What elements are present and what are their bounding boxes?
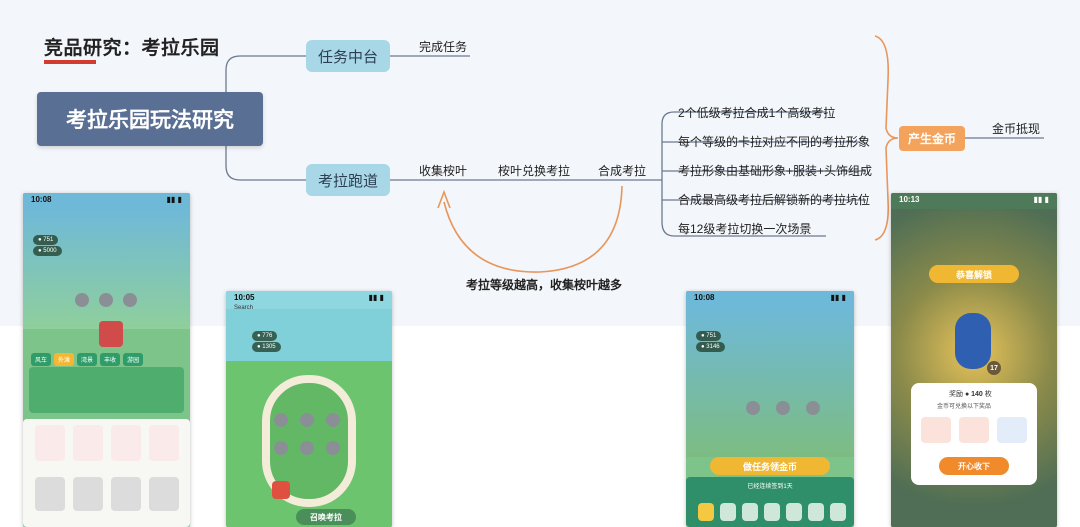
koala-sprite (806, 401, 820, 415)
gift-box-icon[interactable] (272, 481, 290, 499)
koala-sprite[interactable] (300, 441, 314, 455)
screenshot-phone-2: 10:05▮▮ ▮ Search ● 776 ● 1305 召唤考拉 (226, 291, 392, 527)
summon-koala-button[interactable]: 召唤考拉 (296, 509, 356, 525)
checkin-day[interactable] (830, 503, 846, 521)
tab-scene[interactable]: 湾景 (77, 353, 97, 366)
leaf-collect-leaves: 收集桉叶 (419, 162, 467, 179)
locked-card (35, 477, 65, 511)
koala-sprite[interactable] (274, 441, 288, 455)
tab-scene[interactable]: 风车 (31, 353, 51, 366)
unlock-banner: 恭喜解锁 (929, 265, 1019, 283)
koala-character (955, 313, 991, 369)
tab-scene[interactable]: 丰收 (100, 353, 120, 366)
detail-item: 每个等级的卡拉对应不同的考拉形象 (678, 133, 870, 150)
leaf-merge-koala: 合成考拉 (598, 162, 646, 179)
loop-label: 考拉等级越高，收集桉叶越多 (466, 276, 622, 293)
page-title: 竞品研究：考拉乐园 (44, 33, 220, 60)
leaf-gold-cash: 金币抵现 (992, 120, 1040, 137)
title-underline (44, 60, 96, 64)
koala-card[interactable] (35, 425, 65, 461)
koala-card[interactable] (149, 425, 179, 461)
koala-sprite (776, 401, 790, 415)
tab-scene[interactable]: 游园 (123, 353, 143, 366)
task-banner[interactable]: 做任务领金币 (710, 457, 830, 475)
koala-sprite[interactable] (326, 413, 340, 427)
koala-sprite (99, 293, 113, 307)
output-node-gold: 产生金币 (899, 126, 965, 151)
detail-item: 考拉形象由基础形象+服装+头饰组成 (678, 162, 872, 179)
branch-koala-track: 考拉跑道 (306, 164, 390, 196)
detail-item: 2个低级考拉合成1个高级考拉 (678, 104, 835, 121)
status-time: 10:08 (31, 195, 51, 209)
checkin-text: 已经连续签到1天 (686, 481, 854, 490)
detail-item: 合成最高级考拉后解锁新的考拉坑位 (678, 191, 870, 208)
koala-sprite[interactable] (274, 413, 288, 427)
checkin-day[interactable] (808, 503, 824, 521)
locked-card (73, 477, 103, 511)
root-node: 考拉乐园玩法研究 (37, 92, 263, 146)
prize-card[interactable] (997, 417, 1027, 443)
koala-card[interactable] (73, 425, 103, 461)
reward-note: 金币可兑换以下奖品 (937, 401, 991, 410)
coin-chip: ● 776 (252, 331, 277, 341)
koala-sprite[interactable] (326, 441, 340, 455)
branch-task-center: 任务中台 (306, 40, 390, 72)
leaf-chip: ● 1305 (252, 342, 281, 352)
detail-item: 每12级考拉切换一次场景 (678, 220, 811, 237)
leaf-exchange-koala: 桉叶兑换考拉 (498, 162, 570, 179)
leaf-chip: ● 5000 (33, 246, 62, 256)
checkin-day[interactable] (698, 503, 714, 521)
leaf-chip: ● 3146 (696, 342, 725, 352)
reward-line: 奖励 ● 140 枚 (949, 389, 992, 399)
checkin-day[interactable] (720, 503, 736, 521)
scene-preview (29, 367, 184, 413)
koala-card[interactable] (111, 425, 141, 461)
coin-chip: ● 751 (33, 235, 58, 245)
prize-card[interactable] (959, 417, 989, 443)
koala-sprite (75, 293, 89, 307)
locked-card (111, 477, 141, 511)
prize-card[interactable] (921, 417, 951, 443)
coin-chip: ● 751 (696, 331, 721, 341)
checkin-day[interactable] (786, 503, 802, 521)
level-badge: 17 (987, 361, 1001, 375)
koala-sprite (746, 401, 760, 415)
koala-sprite[interactable] (300, 413, 314, 427)
checkin-day[interactable] (742, 503, 758, 521)
back-search[interactable]: Search (234, 305, 253, 311)
status-time: 10:13 (899, 195, 919, 209)
claim-button[interactable]: 开心收下 (939, 457, 1009, 475)
screenshot-phone-4: 10:13▮▮ ▮ 恭喜解锁 17 奖励 ● 140 枚 金币可兑换以下奖品 开… (891, 193, 1057, 527)
locked-card (149, 477, 179, 511)
screenshot-phone-1: 10:08▮▮ ▮ ● 751 ● 5000 风车 外滩 湾景 丰收 游园 (23, 193, 190, 527)
tab-scene[interactable]: 外滩 (54, 353, 74, 366)
leaf-complete-task: 完成任务 (419, 38, 467, 55)
scene-tabs: 风车 外滩 湾景 丰收 游园 (31, 353, 143, 366)
checkin-day[interactable] (764, 503, 780, 521)
koala-sprite (123, 293, 137, 307)
shop-building (99, 321, 123, 347)
status-time: 10:08 (694, 293, 714, 307)
screenshot-phone-3: 10:08▮▮ ▮ ● 751 ● 3146 做任务领金币 已经连续签到1天 (686, 291, 854, 527)
